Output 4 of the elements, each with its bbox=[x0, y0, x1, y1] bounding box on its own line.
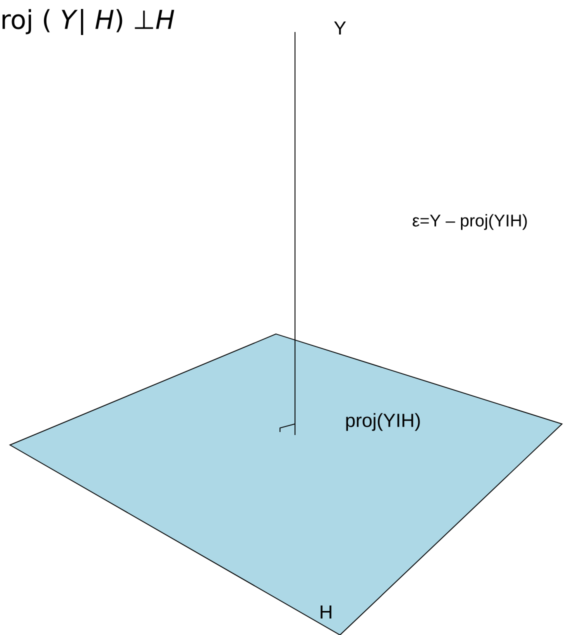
title: roj ( Y| H) ⊥H bbox=[2, 9, 174, 35]
text-label: Y bbox=[334, 21, 346, 35]
text-label: proj(YIH) bbox=[346, 413, 420, 431]
text-label: ε=Y – proj(YIH) bbox=[412, 214, 527, 230]
